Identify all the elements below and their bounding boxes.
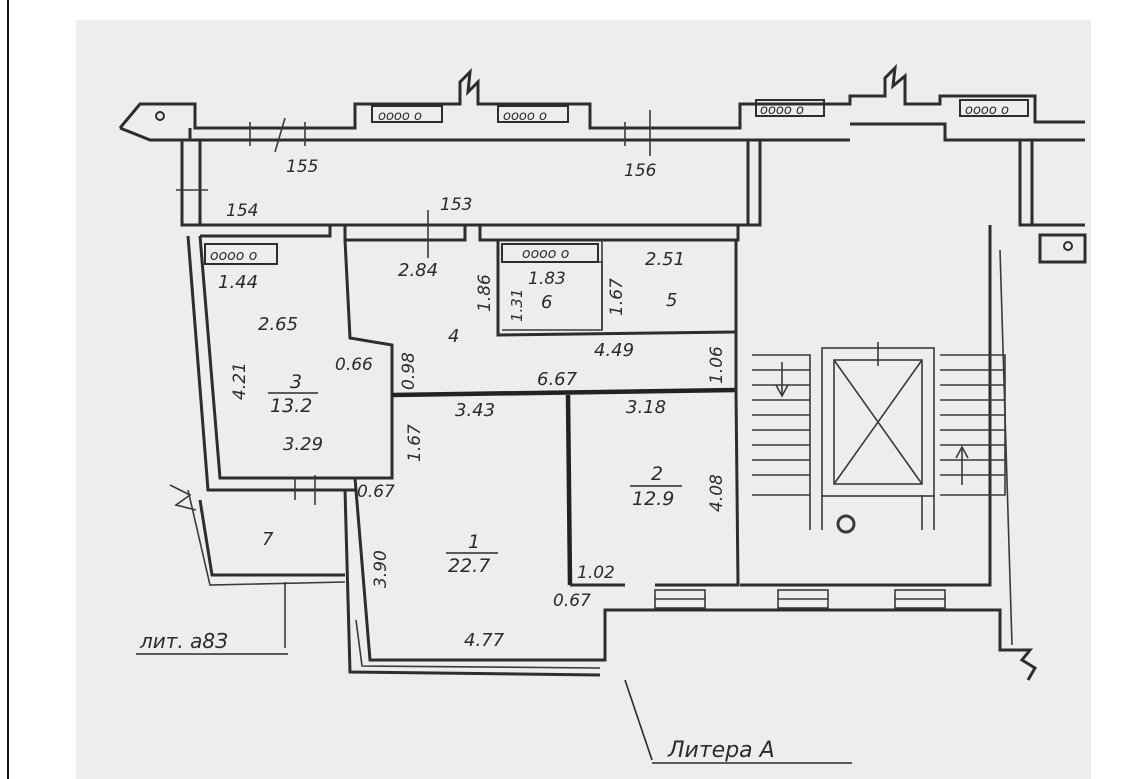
room-3-number: 3 — [290, 371, 302, 393]
room-7-number: 7 — [262, 529, 274, 550]
room-2-area: 12.9 — [632, 488, 674, 510]
room-4-number: 4 — [448, 326, 459, 347]
dimension-labels: 1.44 2.65 4.21 0.66 0.98 3.29 2.84 1.86 … — [218, 249, 727, 651]
facade-vents: oooo o oooo o oooo o oooo o — [155, 99, 1073, 251]
dim-6-67: 6.67 — [537, 369, 578, 390]
vent-label-2: oooo o — [503, 109, 547, 124]
dim-3-43: 3.43 — [455, 400, 495, 421]
dim-0-98: 0.98 — [399, 352, 419, 390]
caption-lit-a83: лит. а8З — [139, 629, 228, 653]
dim-2-51: 2.51 — [645, 249, 685, 270]
wall-mark-156: 156 — [624, 161, 657, 181]
dim-0-66: 0.66 — [335, 355, 373, 375]
room-3-area: 13.2 — [270, 395, 312, 417]
vent-room6: oooo o — [522, 246, 569, 262]
exterior-walls — [118, 63, 1085, 242]
room-6-number: 6 — [541, 292, 552, 313]
room-1-area: 22.7 — [448, 555, 490, 577]
room-2-number: 2 — [651, 463, 663, 485]
wall-mark-155: 155 — [286, 157, 318, 177]
room-5-number: 5 — [666, 290, 677, 311]
wall-mark-154: 154 — [226, 201, 258, 221]
room-1-number: 1 — [468, 531, 480, 553]
dim-4-08: 4.08 — [707, 474, 727, 512]
dim-3-90: 3.90 — [371, 550, 391, 588]
vent-label-4: oooo o — [965, 103, 1009, 118]
dim-1-86: 1.86 — [475, 274, 495, 312]
dim-1-44: 1.44 — [218, 272, 258, 293]
dim-4-49: 4.49 — [594, 340, 634, 361]
sheet-left-border — [7, 0, 9, 779]
wall-mark-153: 153 — [440, 195, 472, 215]
dim-2-84: 2.84 — [398, 260, 438, 281]
dim-4-21: 4.21 — [230, 362, 250, 400]
dim-1-02: 1.02 — [577, 563, 615, 583]
room-vents — [204, 243, 599, 265]
apartment-walls — [169, 223, 1087, 681]
dim-3-18: 3.18 — [626, 397, 666, 418]
stairwell — [752, 342, 1006, 534]
dim-1-67-mid: 1.67 — [405, 424, 425, 462]
dim-0-67-bottom: 0.67 — [553, 591, 591, 611]
dim-3-29: 3.29 — [283, 434, 323, 455]
vent-label-3: oooo o — [760, 103, 804, 118]
dim-0-67-left: 0.67 — [357, 482, 395, 502]
dim-2-65: 2.65 — [258, 314, 298, 335]
vent-label-1: oooo o — [378, 109, 422, 124]
wall-ticks — [176, 110, 651, 258]
vent-room3: oooo o — [210, 248, 257, 264]
dim-1-31: 1.31 — [508, 289, 526, 322]
dim-4-77: 4.77 — [464, 630, 505, 651]
caption-litera-a: Литера А — [667, 738, 775, 763]
dim-1-83: 1.83 — [528, 269, 566, 289]
room-labels: 3 13.2 4 5 6 7 2 12.9 1 22.7 — [262, 290, 682, 577]
dim-1-67-top: 1.67 — [607, 278, 627, 316]
dim-1-06: 1.06 — [707, 346, 727, 384]
